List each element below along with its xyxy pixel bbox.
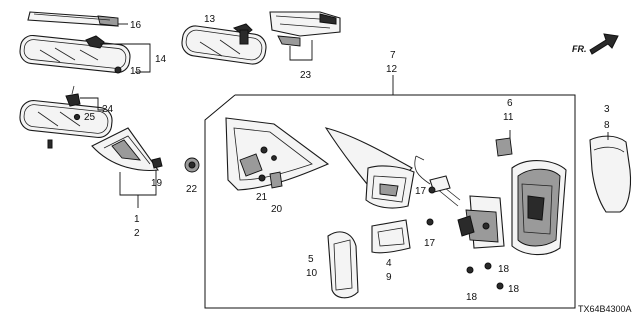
callout-12: 12 (386, 64, 398, 75)
callout-20: 20 (271, 204, 283, 215)
front-direction-arrow-icon (589, 33, 619, 55)
callout-22: 22 (186, 184, 198, 195)
part-18-screw-b (484, 262, 492, 270)
front-direction-label: FR. (572, 44, 587, 54)
callout-9: 9 (386, 272, 392, 283)
callout-8: 8 (604, 120, 610, 131)
callout-17-upper: 17 (415, 186, 427, 197)
part-17-screw-lower (426, 218, 434, 226)
callout-1: 1 (134, 214, 140, 225)
part-19-clip (151, 157, 163, 169)
callout-2: 2 (134, 228, 140, 239)
part-6-11-bracket (495, 137, 513, 157)
leader-24 (80, 97, 104, 111)
part-wire-harness (414, 155, 431, 185)
callout-18-b: 18 (508, 284, 520, 295)
part-22-grommet (184, 157, 200, 173)
part-23-mount-cover (269, 11, 341, 47)
callout-4: 4 (386, 258, 392, 269)
diagram-code: TX64B4300A (578, 304, 632, 314)
part-1-2-garnish (91, 127, 159, 171)
callout-11: 11 (503, 112, 514, 123)
leader-23 (289, 40, 313, 61)
part-sail-cover-inner (225, 117, 330, 191)
callout-7: 7 (390, 50, 396, 61)
callout-19: 19 (151, 178, 163, 189)
part-5-10-mirror-glass (327, 231, 359, 299)
part-3-8-cover-cap (589, 135, 632, 213)
callout-25: 25 (84, 112, 96, 123)
part-20-bracket (269, 171, 283, 189)
part-actuator-bracket (365, 165, 415, 209)
part-18-screw-a (466, 266, 474, 274)
callout-18-c: 18 (466, 292, 478, 303)
part-18-screw-c (496, 282, 504, 290)
callout-13: 13 (204, 14, 216, 25)
callout-6: 6 (507, 98, 513, 109)
callout-23: 23 (300, 70, 312, 81)
callout-18-a: 18 (498, 264, 510, 275)
part-24-inner-mirror (19, 85, 113, 149)
leader-14 (100, 43, 151, 73)
part-17-screw-upper (428, 186, 436, 194)
part-16-cover-bar (27, 11, 119, 27)
callout-21: 21 (256, 192, 268, 203)
part-25-screw (73, 113, 81, 121)
callout-5: 5 (308, 254, 314, 265)
callout-24: 24 (102, 104, 114, 115)
callout-17-lower: 17 (424, 238, 436, 249)
assembly-frame (204, 94, 576, 309)
part-13-inner-mirror (181, 23, 267, 65)
callout-10: 10 (306, 268, 318, 279)
part-21-screw (258, 174, 266, 182)
part-mirror-housing (511, 160, 567, 256)
callout-14: 14 (155, 54, 167, 65)
callout-3: 3 (604, 104, 610, 115)
part-15-screw (114, 66, 122, 74)
part-14-inner-mirror (19, 34, 131, 74)
callout-16: 16 (130, 20, 142, 31)
part-4-9-gasket (371, 219, 411, 254)
callout-15: 15 (130, 66, 142, 77)
part-actuator-motor (429, 175, 505, 249)
